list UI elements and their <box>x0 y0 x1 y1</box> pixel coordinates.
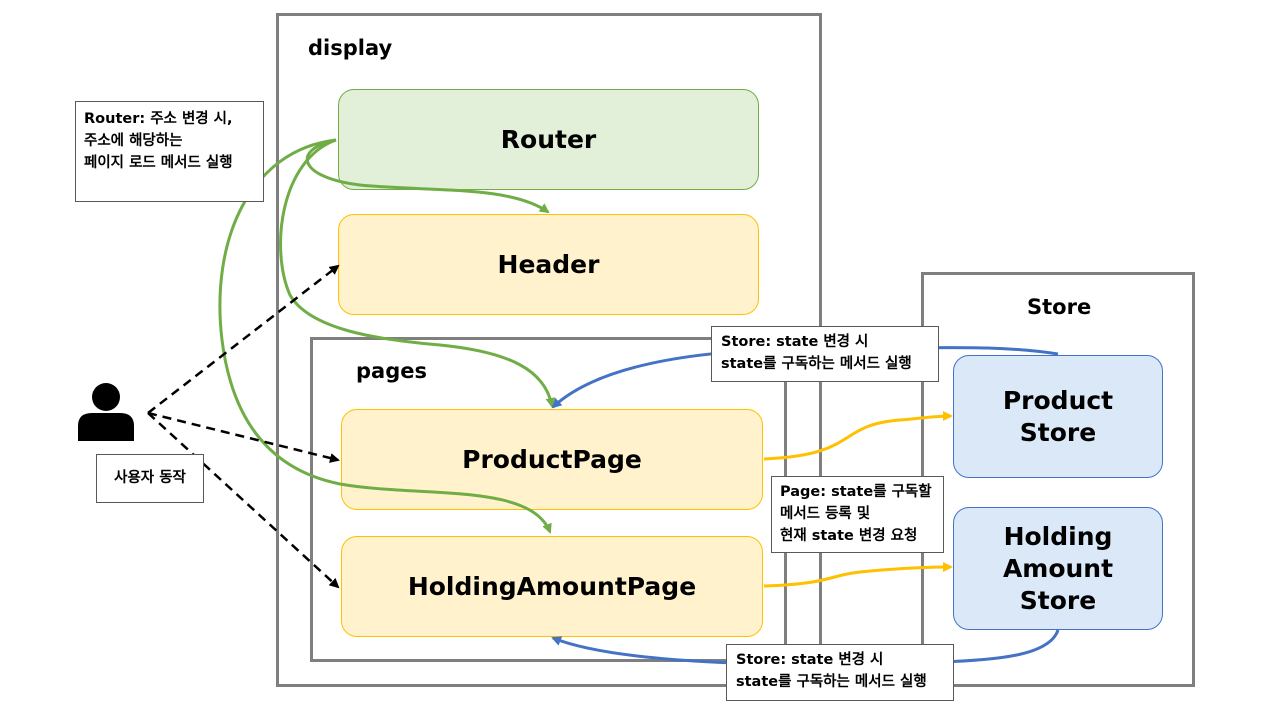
router-node: Router <box>338 89 759 190</box>
router-note: Router: 주소 변경 시, 주소에 해당하는 페이지 로드 메서드 실행 <box>75 101 264 202</box>
router-to-product-page-arrow <box>279 138 556 408</box>
product-page-node: ProductPage <box>341 409 763 510</box>
store-bottom-note: Store: state 변경 시 state를 구독하는 메서드 실행 <box>726 644 954 701</box>
user-to-product-page-arrow <box>147 411 340 463</box>
product-page-to-store-arrow <box>763 411 953 461</box>
router-to-holding-page-arrow <box>218 138 552 534</box>
display-frame-title: display <box>308 36 393 60</box>
user-action-label: 사용자 동작 <box>96 454 204 503</box>
user-to-header-arrow <box>147 264 340 414</box>
header-node: Header <box>338 214 759 315</box>
page-note: Page: state를 구독할 메서드 등록 및 현재 state 변경 요청 <box>771 476 944 553</box>
holding-page-to-store-arrow <box>763 562 953 588</box>
router-to-header-arrow <box>305 138 550 214</box>
user-to-holding-page-arrow <box>147 412 340 589</box>
pages-frame-title: pages <box>356 359 427 383</box>
store-top-note: Store: state 변경 시 state를 구독하는 메서드 실행 <box>711 326 939 382</box>
user-icon <box>78 383 134 441</box>
holding-amount-store-node: Holding Amount Store <box>953 507 1163 630</box>
product-store-node: Product Store <box>953 355 1163 478</box>
store-frame-title: Store <box>1027 295 1092 319</box>
